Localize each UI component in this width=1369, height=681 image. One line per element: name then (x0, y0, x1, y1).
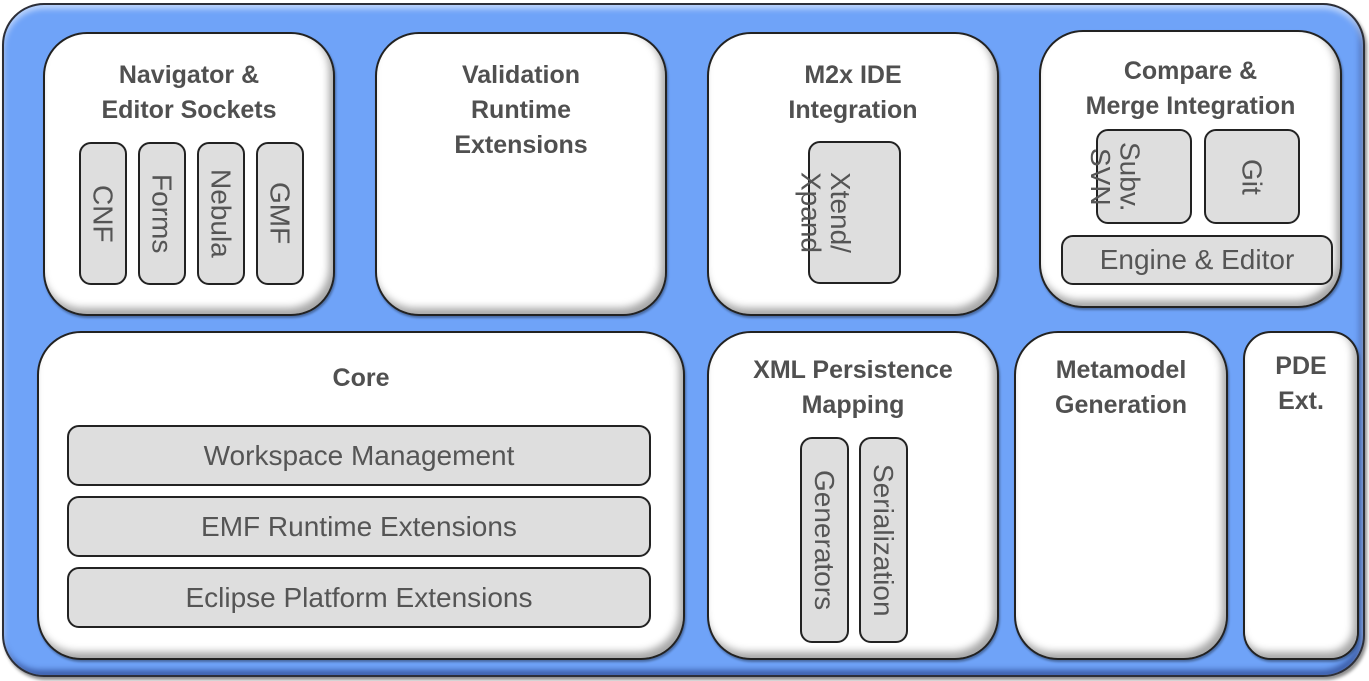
title-line: Mapping (801, 391, 905, 419)
chip-label: Xtend/ Xpand (795, 172, 856, 253)
layer-workspace-management: Workspace Management (67, 425, 651, 486)
navigator-editor-sockets-module: Navigator & Editor Sockets CNF Forms Neb… (43, 32, 335, 316)
chip-cnf: CNF (79, 142, 127, 285)
m2x-ide-integration-module: M2x IDE Integration Xtend/ Xpand (707, 32, 999, 316)
validation-runtime-extensions-module: Validation Runtime Extensions (375, 32, 667, 316)
layer-eclipse-platform-extensions: Eclipse Platform Extensions (67, 567, 651, 628)
layer-label: Eclipse Platform Extensions (185, 581, 533, 613)
title-line: XML Persistence (753, 356, 953, 384)
title-line: PDE (1275, 352, 1327, 380)
title-line: Ext. (1278, 387, 1324, 415)
chip-xtend-xpand: Xtend/ Xpand (795, 141, 901, 284)
chip-engine-editor: Engine & Editor (1061, 235, 1333, 285)
chip-serialization: Serialization (859, 437, 908, 643)
chip-nebula: Nebula (197, 142, 245, 285)
module-title: Navigator & Editor Sockets (45, 58, 333, 128)
chip-label: GMF (264, 182, 296, 245)
title-line: Metamodel (1055, 356, 1187, 384)
module-title: XML Persistence Mapping (709, 353, 997, 423)
module-title: Validation Runtime Extensions (377, 58, 665, 163)
layer-label: EMF Runtime Extensions (201, 510, 517, 542)
chip-gmf: GMF (256, 142, 304, 285)
chip-label: Generators (809, 469, 841, 611)
chip-label: Engine & Editor (1099, 244, 1295, 275)
module-title: Compare & Merge Integration (1041, 54, 1340, 124)
module-title: Metamodel Generation (1016, 353, 1226, 423)
chip-git: Git (1204, 129, 1300, 224)
chip-label: Subv. SVN (1085, 141, 1146, 212)
module-title: PDE Ext. (1245, 349, 1357, 419)
compare-merge-integration-module: Compare & Merge Integration Subv. SVN Gi… (1039, 30, 1342, 308)
module-title: Core (39, 361, 683, 396)
layer-emf-runtime-extensions: EMF Runtime Extensions (67, 496, 651, 557)
chip-label: Forms (146, 173, 178, 254)
chip-label: Serialization (868, 463, 900, 617)
title-line: Extensions (454, 131, 588, 159)
chip-label: Git (1236, 158, 1268, 195)
title-line: Navigator & (118, 61, 260, 89)
title-line: Compare & (1123, 57, 1258, 85)
title-line: Editor Sockets (101, 96, 277, 124)
chip-generators: Generators (800, 437, 849, 643)
layer-label: Workspace Management (203, 439, 515, 471)
title-line: M2x IDE (804, 61, 902, 89)
title-line: Generation (1055, 391, 1187, 419)
title-line: Runtime (471, 96, 571, 124)
title-line: Merge Integration (1085, 92, 1296, 120)
module-title: M2x IDE Integration (709, 58, 997, 128)
metamodel-generation-module: Metamodel Generation (1014, 331, 1228, 660)
xml-persistence-mapping-module: XML Persistence Mapping Generators Seria… (707, 331, 999, 660)
core-module: Core Workspace Management EMF Runtime Ex… (37, 331, 685, 660)
chip-svn: Subv. SVN (1085, 129, 1192, 224)
pde-ext-module: PDE Ext. (1243, 331, 1359, 660)
chip-forms: Forms (138, 142, 186, 285)
chip-label: Nebula (205, 169, 237, 258)
chip-label: CNF (87, 184, 119, 243)
title-line: Core (332, 364, 390, 392)
title-line: Validation (461, 61, 581, 89)
title-line: Integration (788, 96, 918, 124)
